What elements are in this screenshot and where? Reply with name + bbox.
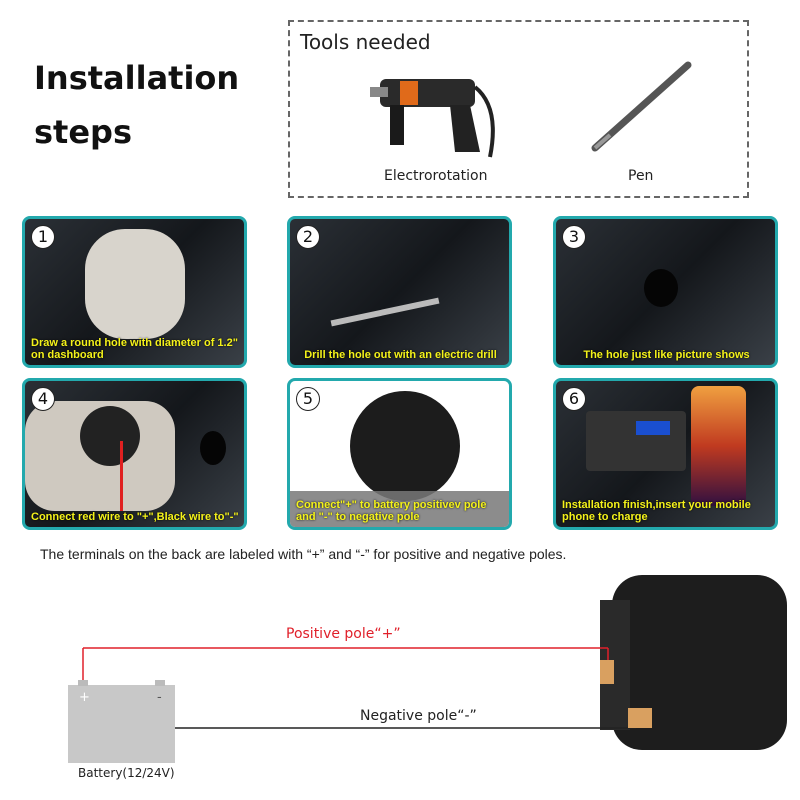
step-number: 6	[562, 387, 586, 411]
hole-image	[644, 269, 678, 307]
socket-image	[612, 575, 787, 750]
negative-terminal	[628, 708, 652, 728]
switch-panel-image	[586, 411, 686, 471]
step-caption: Drill the hole out with an electric dril…	[304, 349, 497, 361]
positive-terminal	[600, 660, 614, 684]
negative-pole-label: Negative pole“-”	[360, 708, 477, 724]
step-caption: Installation finish,insert your mobile p…	[562, 499, 751, 523]
step-caption: Connect red wire to "+",Black wire to"-"	[31, 511, 239, 523]
pen-icon	[591, 61, 692, 152]
step-number: 2	[296, 225, 320, 249]
glove-image	[85, 229, 185, 339]
drill-bit-image	[330, 297, 440, 327]
step-number: 4	[31, 387, 55, 411]
step-1-panel: 1 Draw a round hole with diameter of 1.2…	[22, 216, 247, 368]
battery-plus-label: +	[79, 690, 90, 705]
positive-pole-label: Positive pole“+”	[286, 626, 401, 642]
step-number: 3	[562, 225, 586, 249]
tool-label-pen: Pen	[628, 168, 654, 184]
phone-image	[691, 386, 746, 506]
red-wire	[120, 441, 123, 511]
socket-image	[350, 391, 460, 501]
terminal-note: The terminals on the back are labeled wi…	[40, 546, 567, 562]
socket-back-image	[80, 406, 140, 466]
title-line2: steps	[34, 113, 132, 151]
step-5-panel: 5 Connect"+" to battery positivev pole a…	[287, 378, 512, 530]
step-6-panel: 6 Installation finish,insert your mobile…	[553, 378, 778, 530]
step-caption: Connect"+" to battery positivev pole and…	[296, 499, 487, 523]
battery-label: Battery(12/24V)	[78, 766, 175, 780]
step-caption: Draw a round hole with diameter of 1.2" …	[31, 337, 238, 361]
caption-bg	[290, 491, 509, 527]
title-line1: Installation	[34, 59, 240, 97]
battery-minus-label: -	[157, 690, 162, 705]
step-2-panel: 2 Drill the hole out with an electric dr…	[287, 216, 512, 368]
step-3-panel: 3 The hole just like picture shows	[553, 216, 778, 368]
step-4-panel: 4 Connect red wire to "+",Black wire to"…	[22, 378, 247, 530]
step-number: 1	[31, 225, 55, 249]
battery-icon	[68, 685, 175, 763]
tools-box: Tools needed Electrorotation Pen	[288, 20, 749, 198]
voltmeter-image	[636, 421, 670, 435]
wiring-diagram	[68, 575, 787, 763]
step-number: 5	[296, 387, 320, 411]
hole-image	[200, 431, 226, 465]
tool-label-electrorotation: Electrorotation	[384, 168, 488, 184]
tools-heading: Tools needed	[300, 30, 431, 54]
step-caption: The hole just like picture shows	[583, 349, 750, 361]
drill-icon	[370, 79, 495, 158]
